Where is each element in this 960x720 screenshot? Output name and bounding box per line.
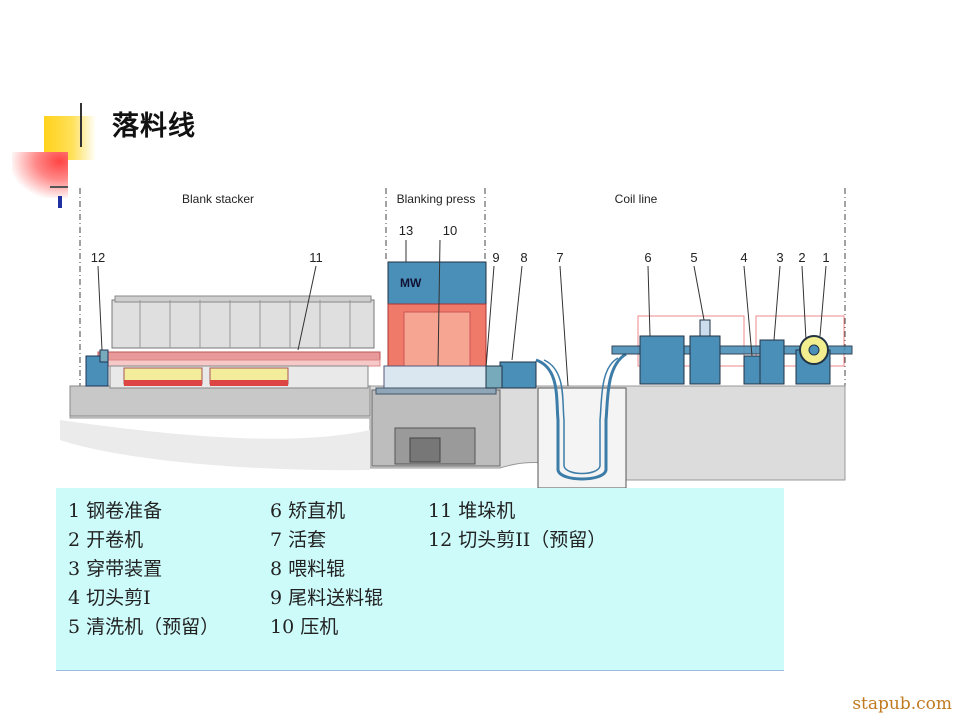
section-blank-stacker: Blank stacker bbox=[182, 192, 254, 206]
leader-5 bbox=[693, 265, 705, 321]
leader-4 bbox=[743, 265, 753, 357]
decor-blue-mark bbox=[58, 196, 62, 208]
legend-item-6: 6 矫直机 bbox=[270, 500, 346, 522]
legend-item-8: 8 喂料辊 bbox=[270, 558, 346, 580]
callout-2: 2 bbox=[798, 250, 805, 265]
legend-item-11: 11 堆垛机 bbox=[428, 500, 516, 522]
callout-12: 12 bbox=[91, 250, 105, 265]
callout-6: 6 bbox=[644, 250, 651, 265]
leader-7 bbox=[559, 265, 569, 387]
legend-item-5: 5 清洗机（预留） bbox=[68, 616, 220, 638]
callout-13: 13 bbox=[399, 223, 413, 238]
coil-line bbox=[611, 315, 853, 385]
decor-red-block bbox=[12, 152, 68, 198]
legend-item-2: 2 开卷机 bbox=[68, 529, 144, 551]
leader-8 bbox=[511, 265, 523, 361]
callout-8: 8 bbox=[520, 250, 527, 265]
leader-2 bbox=[801, 265, 807, 341]
section-blanking-press: Blanking press bbox=[397, 192, 476, 206]
callout-9: 9 bbox=[492, 250, 499, 265]
blanking-press: MW bbox=[371, 261, 501, 467]
leader-10 bbox=[437, 239, 441, 367]
leader-11 bbox=[297, 265, 317, 351]
stacker-foundation bbox=[69, 385, 371, 417]
legend-item-7: 7 活套 bbox=[270, 529, 327, 551]
legend-item-4: 4 切头剪I bbox=[68, 587, 151, 609]
callout-11: 11 bbox=[309, 250, 323, 265]
leader-3 bbox=[773, 265, 781, 341]
svg-text:MW: MW bbox=[400, 276, 422, 290]
callout-10: 10 bbox=[443, 223, 457, 238]
callout-4: 4 bbox=[740, 250, 747, 265]
legend-item-1: 1 钢卷准备 bbox=[68, 500, 163, 522]
loop-pit bbox=[535, 352, 627, 489]
feeder-roll bbox=[499, 361, 537, 389]
leader-9 bbox=[485, 265, 495, 369]
callout-7: 7 bbox=[556, 250, 563, 265]
callout-3: 3 bbox=[776, 250, 783, 265]
leader-12 bbox=[97, 265, 103, 351]
callout-1: 1 bbox=[822, 250, 829, 265]
decor-dash bbox=[50, 186, 68, 188]
legend-box: 1 钢卷准备 2 开卷机 3 穿带装置 4 切头剪I 5 清洗机（预留） 6 矫… bbox=[56, 488, 784, 671]
decor-divider-line bbox=[80, 103, 82, 147]
callout-5: 5 bbox=[690, 250, 697, 265]
leader-6 bbox=[647, 265, 651, 337]
ground-shade bbox=[60, 420, 370, 471]
blank-stacker bbox=[85, 295, 381, 389]
legend-item-3: 3 穿带装置 bbox=[68, 558, 163, 580]
legend-item-9: 9 尾料送料辊 bbox=[270, 587, 384, 609]
slide-title: 落料线 bbox=[112, 111, 196, 142]
section-coil-line: Coil line bbox=[615, 192, 658, 206]
leader-1 bbox=[819, 265, 827, 337]
watermark: stapub.com bbox=[852, 694, 952, 714]
scrap-feeder bbox=[485, 365, 503, 389]
legend-item-10: 10 压机 bbox=[270, 616, 339, 638]
legend-item-12: 12 切头剪II（预留） bbox=[428, 529, 607, 551]
